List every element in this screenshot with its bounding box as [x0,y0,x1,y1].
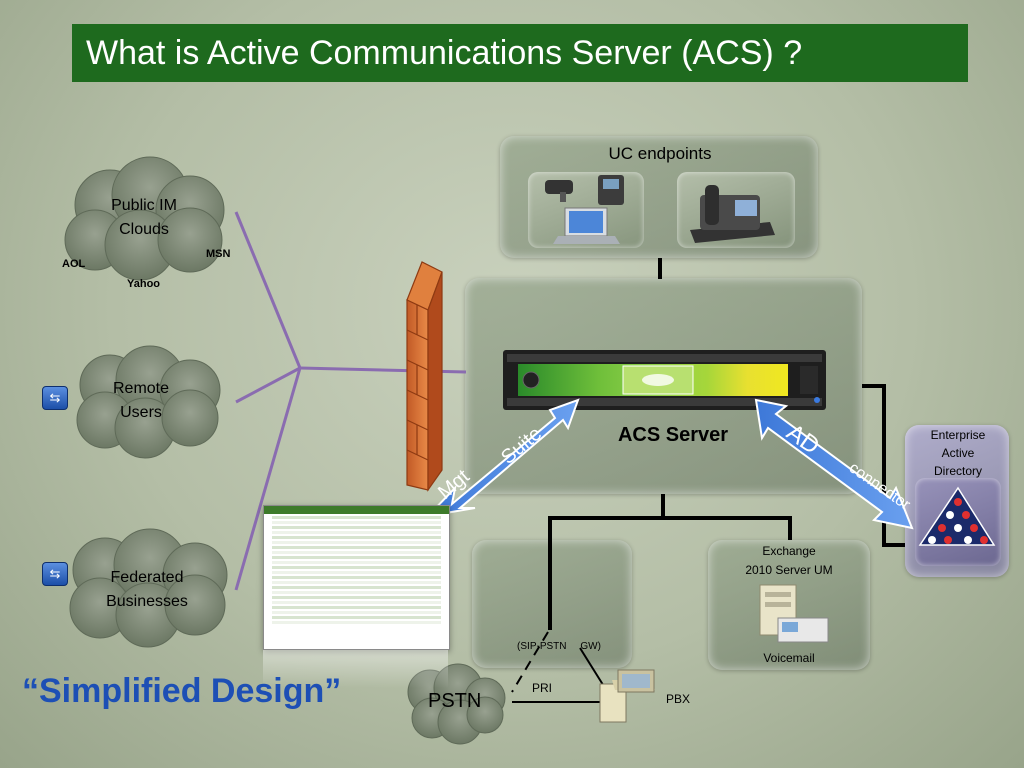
network-lines [548,258,905,630]
uc-endpoints-label: UC endpoints [608,144,712,163]
pri-label: PRI [532,681,553,695]
public-im-cloud [64,156,225,281]
pstn-label: PSTN [428,690,482,712]
pri-lines [511,631,606,703]
exchange-server-icon [759,584,829,643]
remote-users-cloud [76,345,221,459]
enterprise-ad-label: Enterprise Active Directory [930,428,986,478]
desk-phone-icon [690,185,775,243]
ad-connector-arrow [754,398,914,530]
acs-server-label: ACS Server [617,424,729,446]
yahoo-label: Yahoo [127,278,161,290]
voicemail-label: Voicemail [763,651,815,665]
exchange-title-line1: Exchange [762,544,816,558]
suite-label: Suite [497,423,546,469]
ad-pyramid-icon [918,486,996,546]
simplified-design-tagline: “Simplified Design” [22,672,342,710]
webcam-phone-laptop-icon [545,175,624,244]
pbx-label: PBX [666,692,691,706]
pstn-cloud [407,663,506,745]
pbx-icon [599,669,655,723]
mgt-suite-arrow [425,398,580,518]
federated-im-icon: ⇆ [42,562,68,586]
acs-server-rack [503,350,826,410]
gateway-label: (SIP-PSTN GW) [517,641,601,652]
firewall [406,261,443,492]
remote-users-im-icon: ⇆ [42,386,68,410]
exchange-title-line2: 2010 Server UM [745,563,833,577]
remote-users-label: Remote Users [112,380,170,421]
public-im-clouds-label: Public IM Clouds [111,197,177,238]
federated-businesses-label: Federated Businesses [106,569,188,610]
screenshot-reflection [263,650,448,688]
management-suite-screenshot [263,505,450,650]
aol-label: AOL [62,258,86,270]
slide-title: What is Active Communications Server (AC… [72,24,968,82]
federated-cloud [69,528,228,648]
msn-label: MSN [206,248,231,260]
